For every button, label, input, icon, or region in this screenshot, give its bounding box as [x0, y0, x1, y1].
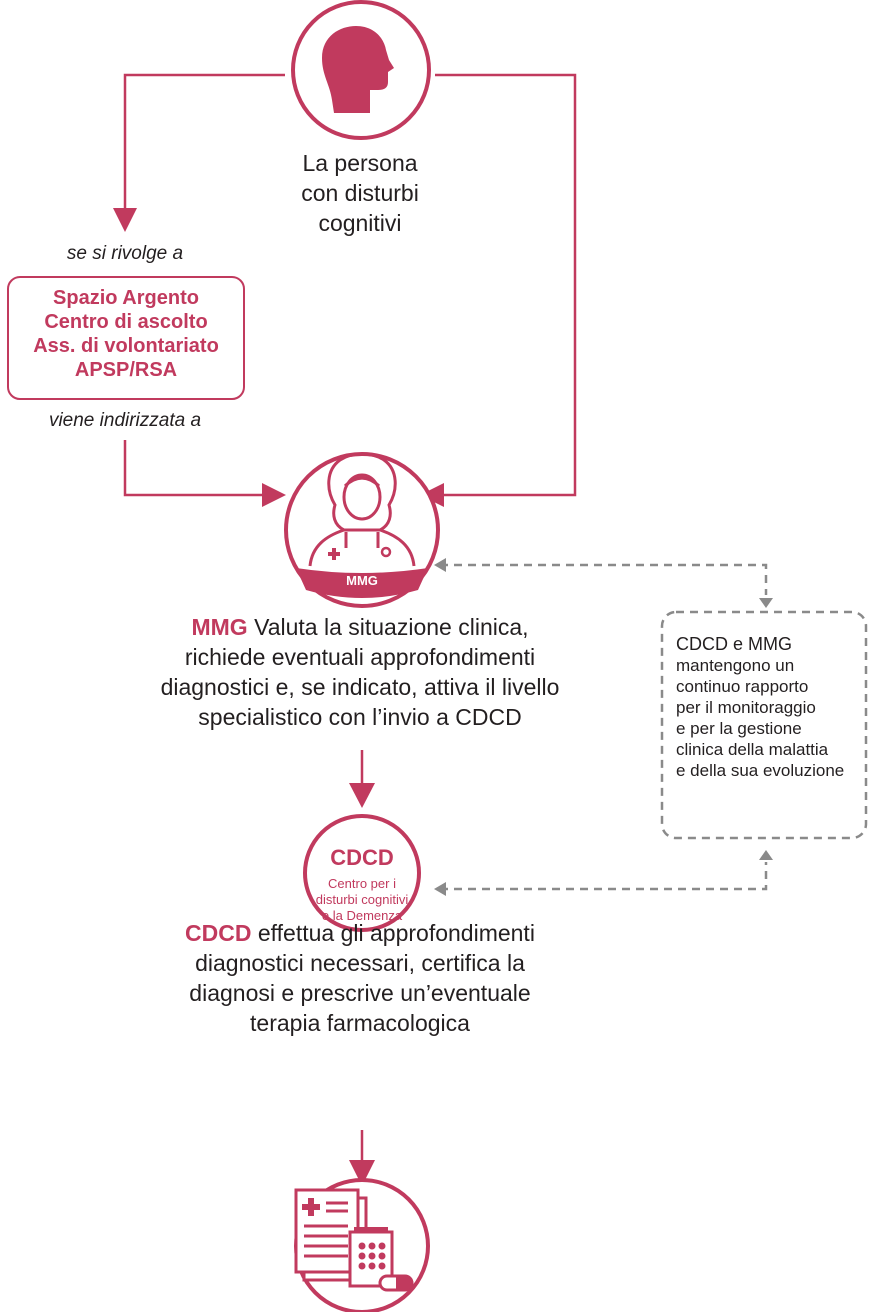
person-node	[291, 0, 431, 140]
cdcd-description-line: diagnosi e prescrive un’eventuale	[189, 980, 531, 1006]
monitoring-text: CDCD e MMG mantengono un continuo rappor…	[676, 634, 866, 781]
monitoring-line: per il monitoraggio	[676, 698, 816, 717]
connector-intermediary-to-mmg	[123, 440, 286, 507]
indirizzata-caption: viene indirizzata a	[48, 410, 202, 431]
connector-person-to-intermediary	[113, 73, 285, 232]
cdcd-subtitle-line: e la Demenza	[321, 908, 403, 923]
mmg-node	[284, 452, 440, 608]
mmg-description-line: richiede eventuali approfondimenti	[184, 644, 536, 670]
intermediary-item: Ass. di volontariato	[33, 335, 219, 357]
mmg-description-line: diagnostici e, se indicato, attiva il li…	[160, 674, 560, 700]
intermediary-item: Centro di ascolto	[44, 311, 208, 333]
monitoring-line: e della sua evoluzione	[676, 761, 845, 780]
mmg-description-line: specialistico con l’invio a CDCD	[198, 704, 522, 730]
mmg-description-line: MMG Valuta la situazione clinica,	[191, 614, 529, 640]
cdcd-bold-label: CDCD	[185, 920, 252, 946]
intermediary-list: Spazio Argento Centro di ascolto Ass. di…	[10, 286, 242, 382]
therapy-node	[294, 1178, 430, 1312]
cdcd-title: CDCD	[330, 845, 394, 870]
cdcd-subtitle-line: disturbi cognitivi	[315, 892, 409, 907]
person-label: La persona con disturbi cognitivi	[240, 148, 480, 238]
person-label-line: cognitivi	[318, 210, 402, 236]
doctor-icon	[308, 452, 416, 567]
arrow-mmg-to-cdcd	[349, 750, 375, 808]
prescription-medicine-icon	[294, 1188, 414, 1292]
arrow-cdcd-to-therapy	[349, 1130, 375, 1186]
monitoring-line: clinica della malattia	[676, 740, 829, 759]
person-head-icon	[322, 26, 394, 113]
connector-person-to-mmg	[420, 73, 577, 507]
cdcd-description-line: terapia farmacologica	[250, 1010, 470, 1036]
monitoring-line: continuo rapporto	[676, 677, 809, 696]
monitoring-box	[660, 610, 868, 840]
cdcd-description-line: diagnostici necessari, certifica la	[195, 950, 525, 976]
cdcd-description: CDCD effettua gli approfondimenti diagno…	[130, 918, 590, 1038]
monitoring-heading: CDCD e MMG	[676, 634, 793, 654]
person-label-line: La persona	[302, 150, 418, 176]
mmg-bold-label: MMG	[191, 614, 248, 640]
cdcd-inline-label: CDCD	[455, 704, 522, 730]
cdcd-description-line: CDCD effettua gli approfondimenti	[185, 920, 535, 946]
intermediary-item: APSP/RSA	[74, 359, 178, 381]
cdcd-subtitle-line: Centro per i	[328, 876, 396, 891]
dashed-connector-cdcd-monitoring	[434, 850, 773, 896]
dashed-connector-mmg-monitoring	[434, 558, 773, 608]
rivolge-caption: se si rivolge a	[66, 243, 184, 264]
monitoring-line: mantengono un	[676, 656, 795, 675]
cdcd-node	[303, 814, 421, 932]
intermediary-item: Spazio Argento	[53, 287, 199, 309]
intermediary-box	[7, 276, 245, 400]
monitoring-line: e per la gestione	[676, 719, 802, 738]
person-label-line: con disturbi	[301, 180, 419, 206]
mmg-description: MMG Valuta la situazione clinica, richie…	[120, 612, 600, 732]
mmg-badge: MMG	[346, 573, 378, 588]
cdcd-subtitle: Centro per i disturbi cognitivi e la Dem…	[306, 876, 418, 924]
